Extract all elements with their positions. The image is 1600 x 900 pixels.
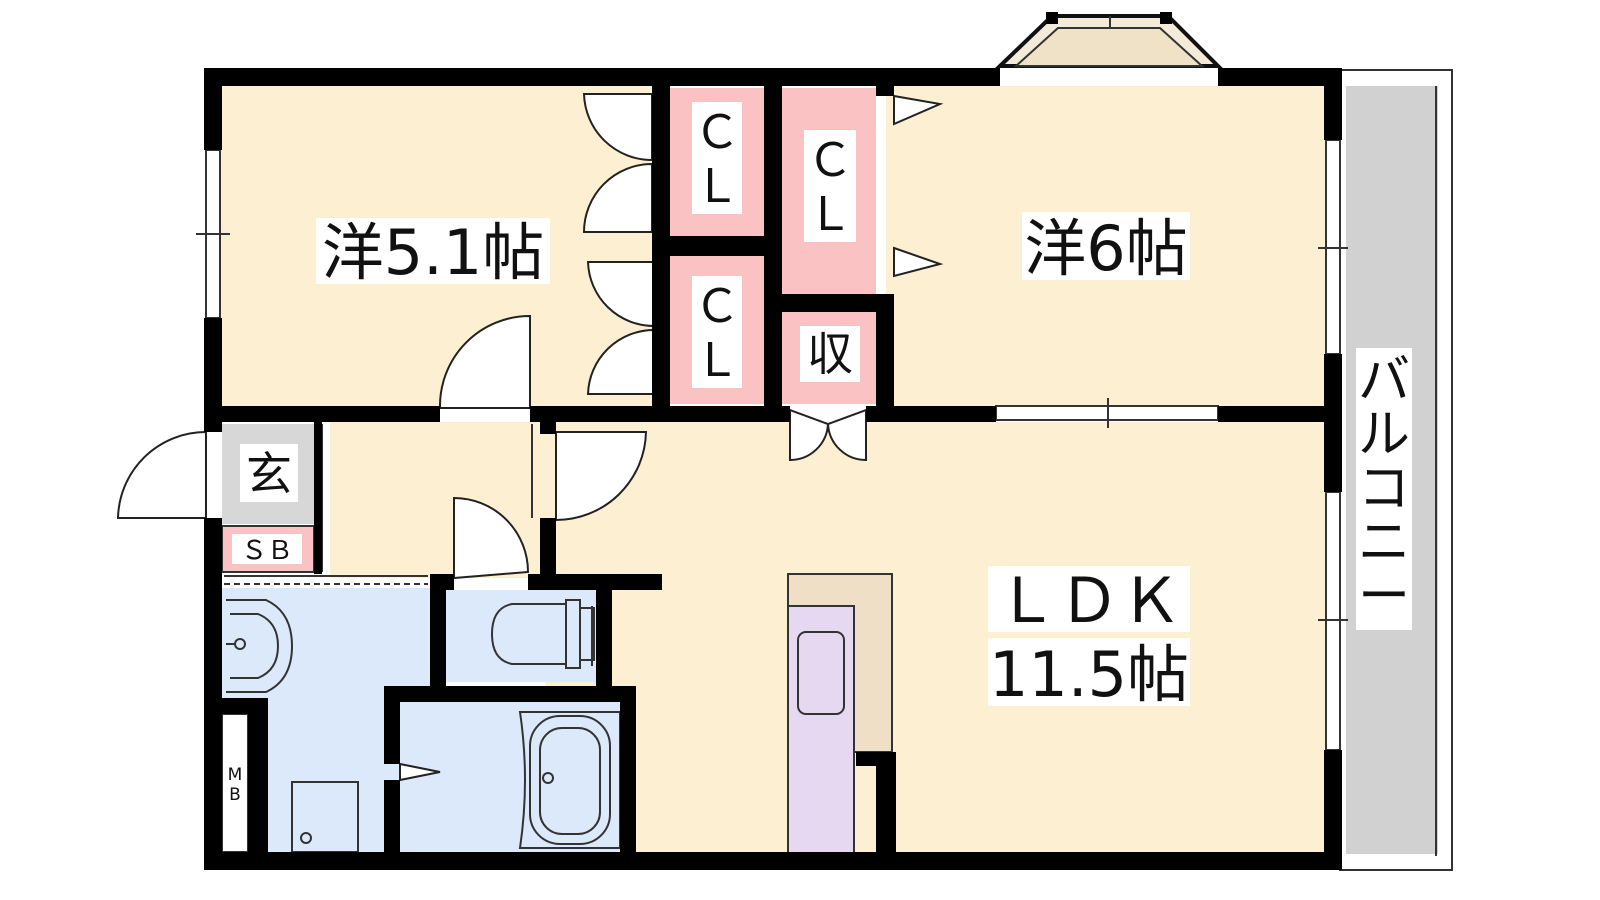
balcony-label-2: ル	[1358, 405, 1410, 465]
kitchen-sink	[797, 631, 845, 715]
ldk-label: ＬＤＫ	[996, 564, 1182, 637]
closet-2-label-c: Ｃ	[807, 133, 853, 187]
room-western-1-label: 洋5.1帖	[322, 216, 545, 289]
room-labels: 洋5.1帖 洋6帖 ＬＤＫ 11.5帖 Ｃ Ｌ Ｃ Ｌ Ｃ Ｌ 収 玄 ＳＢ M…	[228, 102, 1412, 805]
meter-box-label-m: M	[228, 765, 243, 785]
kitchen	[787, 573, 893, 855]
floor-fills	[220, 86, 1438, 854]
closet-3-label-c: Ｃ	[694, 279, 740, 333]
meter-box-label-b: B	[229, 785, 241, 805]
shoe-box-label: ＳＢ	[241, 536, 293, 566]
wash-basin	[226, 599, 294, 693]
washing-machine-pan	[291, 781, 359, 853]
doors	[116, 93, 944, 782]
room-western-2-label: 洋6帖	[1024, 212, 1187, 285]
closet-1-label-c: Ｃ	[694, 105, 740, 159]
storage-label: 収	[807, 327, 853, 381]
closet-1-label-l: Ｌ	[694, 159, 740, 213]
closet-3-label-l: Ｌ	[694, 333, 740, 387]
entrance-label: 玄	[246, 447, 292, 501]
walls	[204, 68, 1342, 870]
closet-2-label-l: Ｌ	[807, 187, 853, 241]
bathtub	[518, 711, 621, 849]
toilet	[490, 599, 595, 669]
ldk-size-label: 11.5帖	[989, 638, 1189, 711]
fixtures	[226, 599, 621, 853]
balcony-label-3: コ	[1358, 459, 1410, 519]
bay-window	[995, 12, 1223, 68]
balcony-label-1: バ	[1358, 351, 1410, 411]
balcony-label-5: ー	[1358, 567, 1410, 627]
balcony-label-4: ニ	[1358, 513, 1410, 573]
